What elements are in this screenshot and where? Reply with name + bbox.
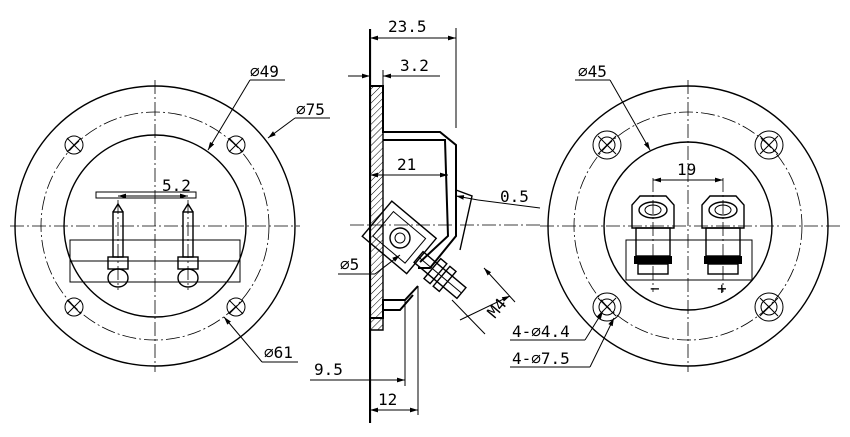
dim-base-width-label: 12 [378, 390, 397, 409]
dim-post-spacing-label: 19 [677, 160, 696, 179]
hole-tl [64, 135, 84, 155]
dim-outer-dia-label: ⌀75 [296, 100, 325, 119]
right-view: − + 19 ⌀45 4-⌀4.4 4-⌀7.5 [510, 62, 840, 372]
dim-flange-depth-label: 23.5 [388, 17, 427, 36]
dim-base-offset-label: 9.5 [314, 360, 343, 379]
dim-hole-small: 4-⌀4.4 [510, 310, 604, 341]
dim-pin-dia: ⌀5 [338, 254, 401, 275]
dim-pin-spacing-label: 5.2 [162, 176, 191, 195]
left-mounting-holes [64, 135, 246, 317]
flange-section [369, 85, 384, 331]
rhole-tl [592, 130, 622, 160]
left-view: 5.2 ⌀49 ⌀75 ⌀61 [10, 62, 330, 372]
dim-right-inner: ⌀45 [575, 62, 651, 151]
dim-wall-label: 3.2 [400, 56, 429, 75]
left-terminal-assembly [69, 191, 241, 290]
dim-hole-small-label: 4-⌀4.4 [512, 322, 570, 341]
dim-post-spacing: 19 [653, 160, 723, 183]
dim-inner-depth: 21 [370, 155, 448, 178]
polarity-neg-label: − [650, 279, 660, 298]
dim-thread: M4 [451, 267, 516, 335]
polarity-pos-label: + [717, 279, 727, 298]
dim-outer-dia: ⌀75 [267, 100, 330, 139]
dim-bolt-circle: ⌀61 [223, 316, 298, 363]
dim-inner-dia-label: ⌀49 [250, 62, 279, 81]
hole-br [226, 297, 246, 317]
dim-clearance-label: 0.5 [500, 187, 529, 206]
section-bolt [413, 250, 467, 300]
dim-bolt-circle-label: ⌀61 [264, 343, 293, 362]
rhole-br [754, 292, 784, 322]
dim-wall: 3.2 [348, 56, 440, 86]
hole-bl [64, 297, 84, 317]
hole-tr [226, 135, 246, 155]
dim-hole-large-label: 4-⌀7.5 [512, 349, 570, 368]
dim-clearance: 0.5 [455, 187, 541, 209]
dim-inner-depth-label: 21 [397, 155, 416, 174]
dim-base-width: 12 [370, 286, 419, 415]
section-view: 23.5 3.2 21 0.5 M4 [310, 17, 541, 423]
dim-right-inner-label: ⌀45 [578, 62, 607, 81]
dim-thread-label: M4 [483, 295, 510, 322]
rhole-tr [754, 130, 784, 160]
rhole-bl [592, 292, 622, 322]
dim-base-offset: 9.5 [310, 300, 406, 386]
section-terminal [361, 200, 438, 275]
dim-pin-dia-label: ⌀5 [340, 255, 359, 274]
dim-flange-depth: 23.5 [370, 17, 457, 128]
dim-hole-large: 4-⌀7.5 [510, 317, 615, 368]
right-mounting-holes [592, 130, 784, 322]
dim-pin-spacing: 5.2 [118, 176, 191, 199]
dim-inner-dia: ⌀49 [207, 62, 285, 151]
